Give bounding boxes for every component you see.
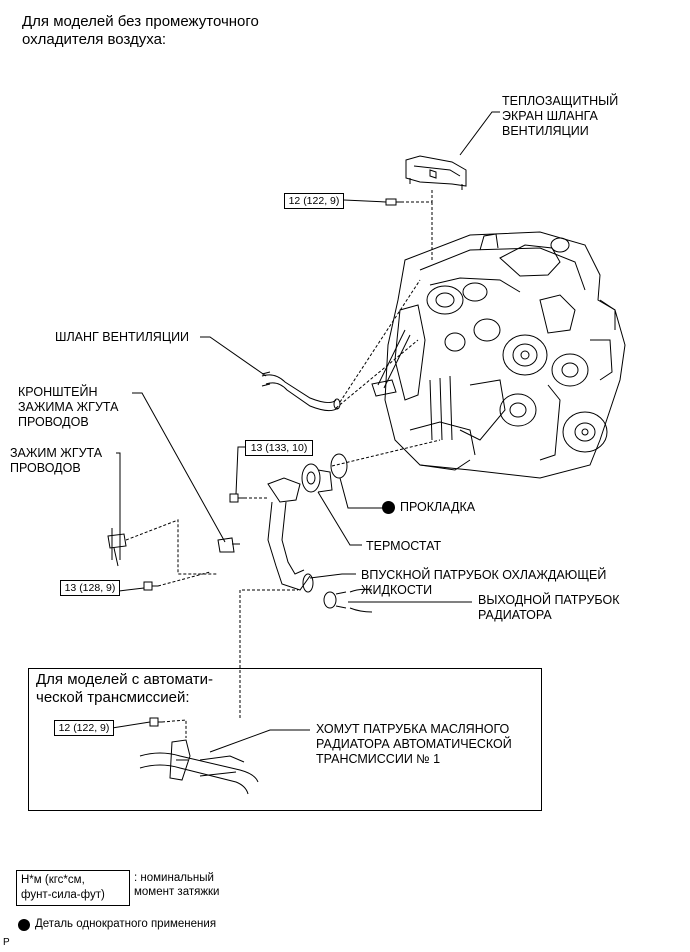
- gasket-ring: [330, 453, 348, 479]
- water-inlet-pipe: [267, 477, 314, 593]
- engine-block: [371, 231, 626, 479]
- label-thermostat: ТЕРМОСТАТ: [366, 539, 442, 553]
- torque-box-auto-clamp: 12 (122, 9): [54, 720, 114, 736]
- oil-cooler-hose-assembly: [139, 739, 259, 795]
- legend-non-reusable-text: Деталь однократного применения: [35, 918, 217, 930]
- label-heat-shield: ТЕПЛОЗАЩИТНЫЙ ЭКРАН ШЛАНГА ВЕНТИЛЯЦИИ: [502, 94, 619, 138]
- torque-box-bracket: 13 (128, 9): [60, 580, 120, 596]
- ventilation-hose: [261, 371, 341, 412]
- leader-lines: [111, 111, 500, 753]
- page-title: Для моделей без промежуточного охладител…: [22, 13, 259, 48]
- label-oil-cooler-hose-clamp: ХОМУТ ПАТРУБКА МАСЛЯНОГО РАДИАТОРА АВТОМ…: [316, 722, 512, 766]
- bolt-water-inlet: [229, 493, 244, 503]
- label-gasket: ПРОКЛАДКА: [400, 500, 476, 514]
- label-harness-clamp-bracket: КРОНШТЕЙН ЗАЖИМА ЖГУТА ПРОВОДОВ: [18, 385, 119, 429]
- automatic-transmission-section: [28, 668, 542, 811]
- label-water-inlet: ВПУСКНОЙ ПАТРУБОК ОХЛАЖДАЮЩЕЙ ЖИДКОСТИ: [361, 568, 607, 597]
- legend-torque-desc: : номинальный момент затяжки: [134, 872, 220, 898]
- legend-torque-unit-box: Н*м (кгс*см, фунт-сила-фут): [16, 870, 130, 906]
- footer-code: P: [3, 937, 10, 948]
- thermostat-part: [301, 463, 333, 493]
- non-reusable-marker: [382, 501, 395, 514]
- alignment-lines: [125, 188, 441, 738]
- label-ventilation-hose: ШЛАНГ ВЕНТИЛЯЦИИ: [55, 330, 190, 344]
- bolt-heat-shield: [385, 198, 401, 206]
- label-radiator-outlet-hose: ВЫХОДНОЙ ПАТРУБОК РАДИАТОРА: [478, 593, 620, 622]
- auto-section-title: Для моделей с автомати- ческой трансмисс…: [36, 671, 214, 706]
- radiator-outlet-hose: [323, 588, 373, 613]
- label-harness-clamp: ЗАЖИМ ЖГУТА ПРОВОДОВ: [10, 446, 103, 475]
- torque-box-heat-shield: 12 (122, 9): [284, 193, 344, 209]
- torque-box-water-inlet: 13 (133, 10): [245, 440, 313, 456]
- legend-non-reusable-icon: [18, 919, 30, 931]
- bolt-auto-clamp: [149, 717, 162, 727]
- heat-shield: [405, 155, 467, 190]
- bolt-bracket: [143, 581, 158, 591]
- harness-clamp-bracket-part: [217, 537, 240, 553]
- harness-clamp-part: [107, 528, 127, 567]
